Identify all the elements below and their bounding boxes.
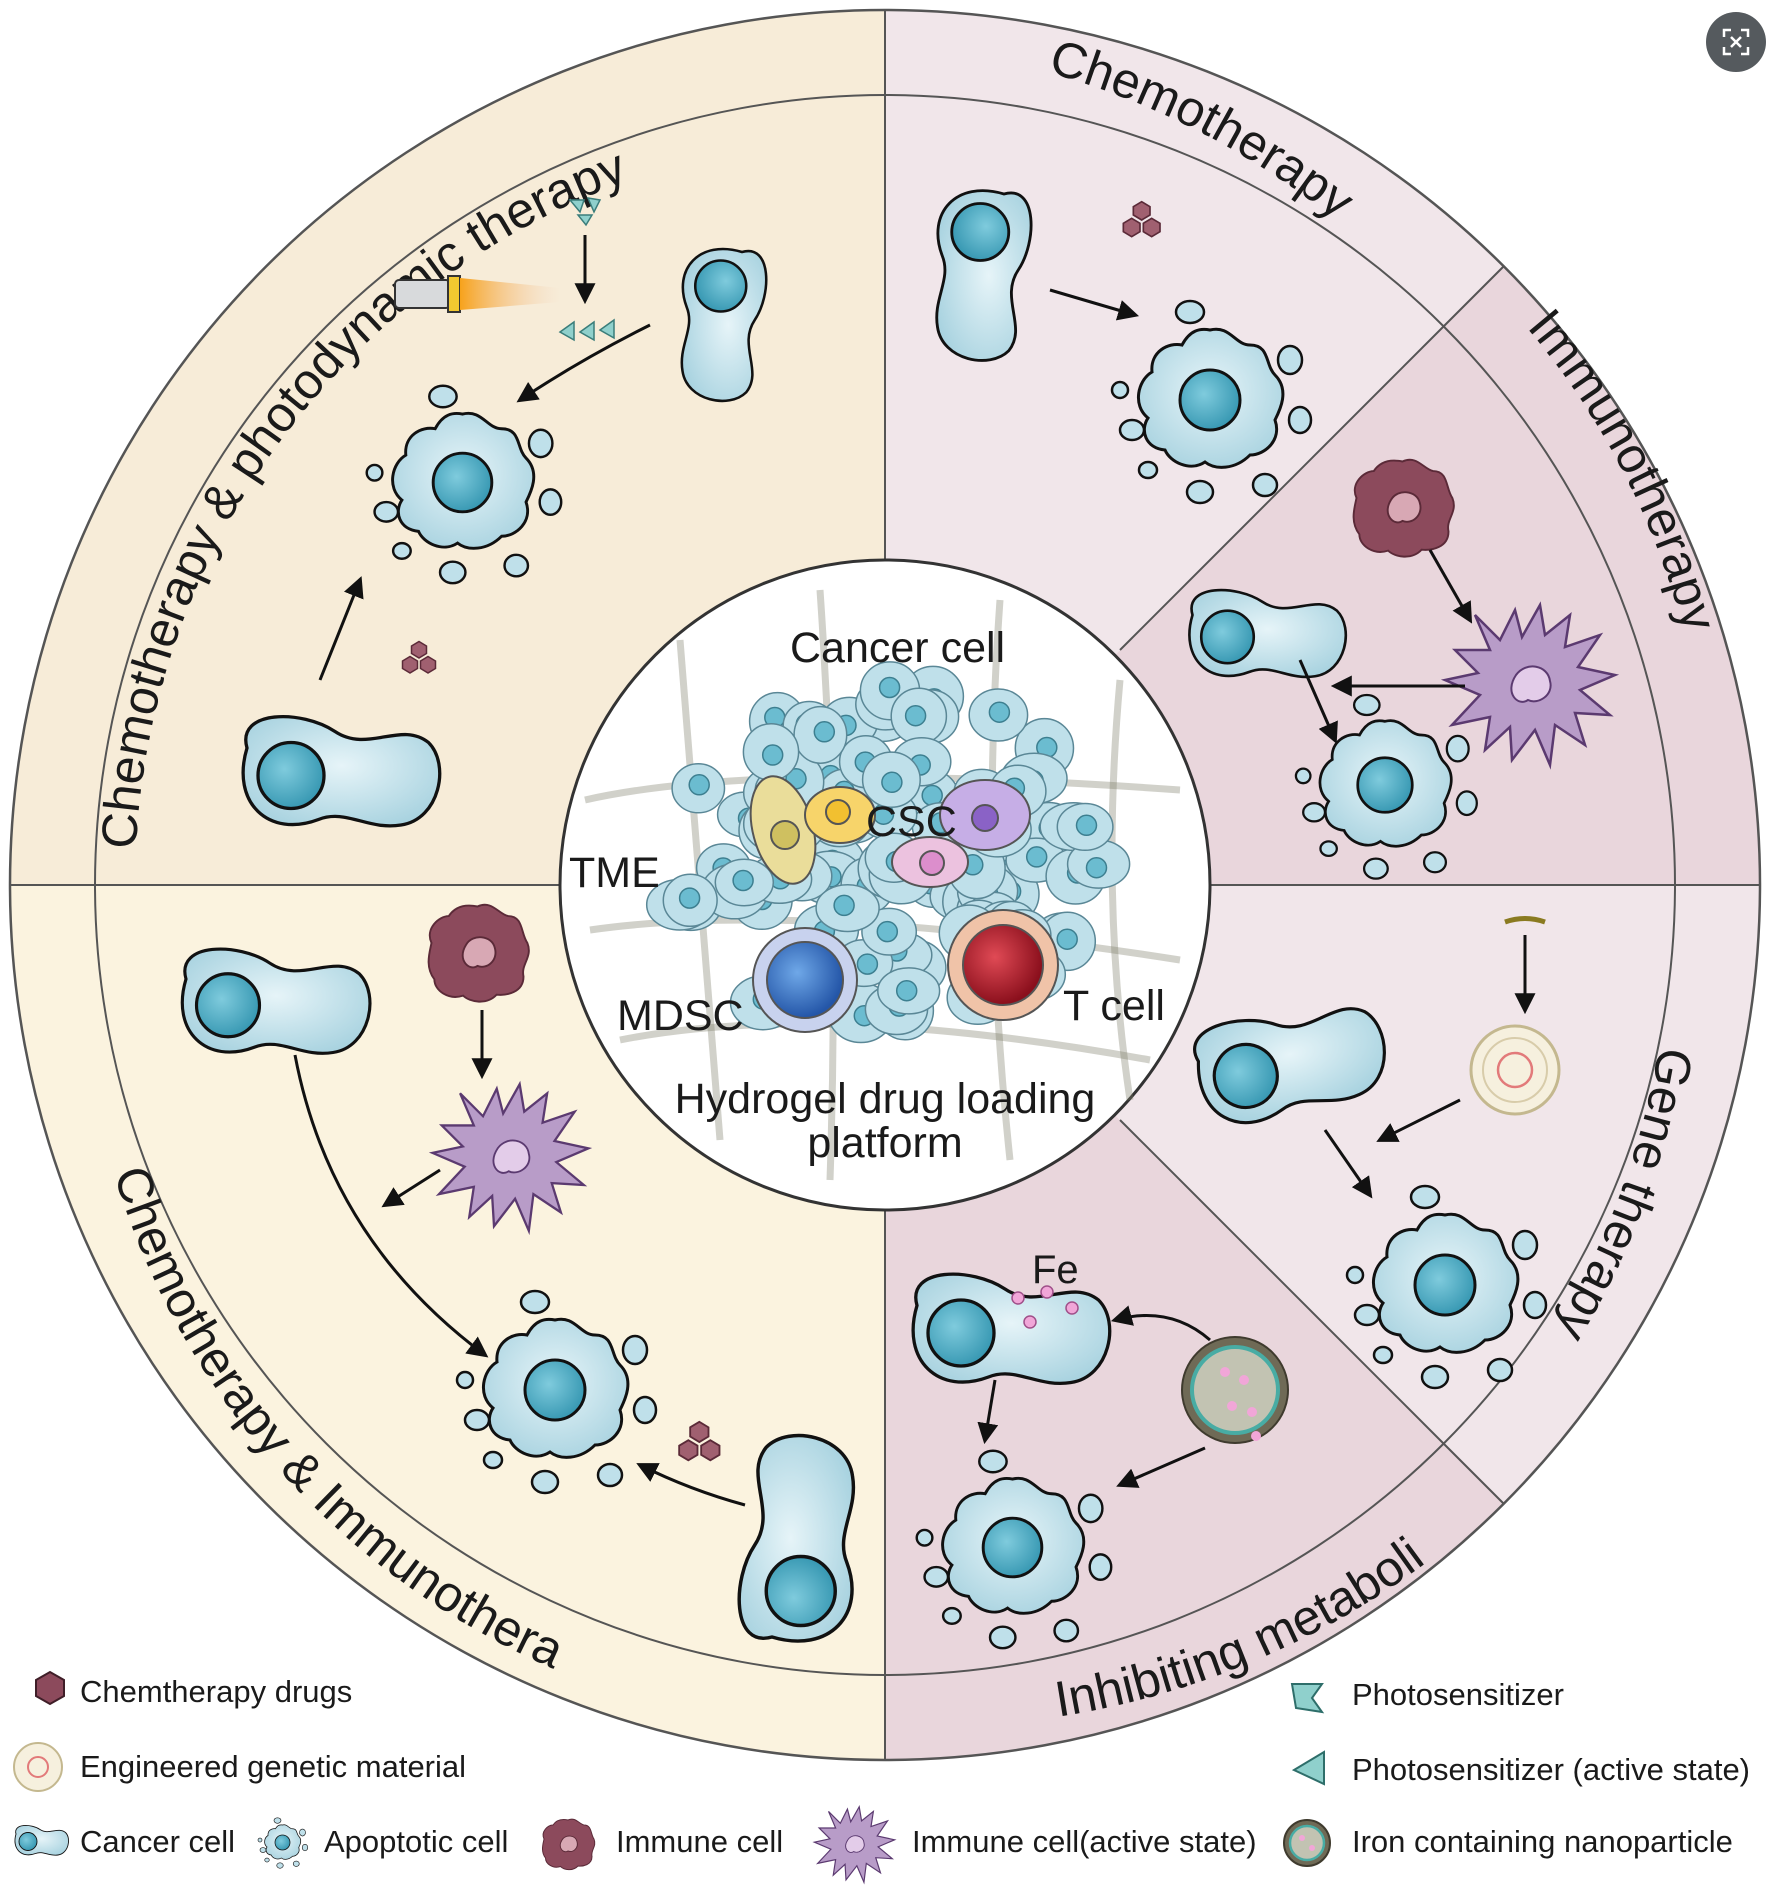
center-mdsc-label: MDSC (617, 992, 744, 1040)
cluster-cell-nucleus (904, 704, 927, 727)
legend-iron-nanoparticle: Iron containing nanoparticle (1283, 1819, 1733, 1867)
cluster-cell-nucleus (856, 953, 879, 975)
cluster-cell-nucleus (895, 979, 918, 1002)
legend-immune-cell-active: Immune cell(active state) (813, 1806, 1257, 1883)
legend-cancer-cell-label: Cancer cell (80, 1824, 235, 1859)
legend-genetic-material-label: Engineered genetic material (80, 1749, 466, 1784)
chemotherapy-illustration (937, 191, 1313, 505)
center-csc-label: CSC (866, 798, 957, 846)
immune-cell-icon (541, 1818, 596, 1871)
photosensitizer-active-icon (558, 318, 615, 342)
chemo-drug-icon (35, 1670, 65, 1706)
legend-photosensitizer-active: Photosensitizer (active state) (1291, 1750, 1750, 1787)
legend: Chemtherapy drugs Engineered genetic mat… (13, 1670, 1750, 1883)
apoptotic-cell-icon (257, 1817, 309, 1869)
legend-genetic-material: Engineered genetic material (13, 1742, 466, 1792)
flashlight-icon (394, 275, 560, 313)
legend-cancer-cell: Cancer cell (14, 1824, 235, 1859)
immune-cell (1352, 458, 1455, 558)
cluster-cell-nucleus (881, 771, 903, 794)
cluster-cell-nucleus (1075, 814, 1098, 837)
inhibiting-metabolism-illustration: Fe (911, 1248, 1289, 1650)
legend-immune-cell: Immune cell (541, 1818, 783, 1871)
genetic-material-icon (1469, 1024, 1561, 1116)
legend-photosensitizer-active-label: Photosensitizer (active state) (1352, 1752, 1750, 1787)
cluster-cell-nucleus (688, 774, 710, 796)
cluster-cell-nucleus (813, 721, 836, 743)
genetic-material-icon (13, 1742, 63, 1792)
cluster-cell-nucleus (988, 701, 1011, 723)
cluster-cell-nucleus (1025, 846, 1048, 868)
legend-photosensitizer: Photosensitizer (1290, 1677, 1564, 1714)
cluster-cell-nucleus (732, 869, 754, 892)
center-platform-line2: platform (807, 1119, 962, 1167)
cluster-cell-nucleus (1085, 856, 1108, 879)
cluster-cell-nucleus (1056, 928, 1078, 950)
cluster-cell-nucleus (678, 887, 701, 909)
chemo-pdt-illustration (241, 197, 766, 828)
expand-icon (1722, 28, 1750, 56)
legend-apoptotic-cell: Apoptotic cell (257, 1817, 508, 1869)
legend-immune-cell-label: Immune cell (616, 1824, 783, 1859)
legend-photosensitizer-label: Photosensitizer (1352, 1677, 1564, 1712)
legend-apoptotic-cell-label: Apoptotic cell (324, 1824, 508, 1859)
photosensitizer-icon (1290, 1683, 1325, 1714)
center-tme-label: TME (569, 849, 660, 897)
center-cancer-cell-label: Cancer cell (790, 624, 1005, 672)
iron-nanoparticle-icon (1181, 1336, 1289, 1444)
center-platform-line1: Hydrogel drug loading (675, 1075, 1096, 1123)
center-platform: Cancer cell CSC TME MDSC T cell Hydrogel… (558, 558, 1212, 1212)
legend-immune-cell-active-label: Immune cell(active state) (912, 1824, 1257, 1859)
cluster-cell-nucleus (876, 920, 899, 943)
expand-button[interactable] (1706, 12, 1766, 72)
legend-chemo-drugs: Chemtherapy drugs (35, 1670, 352, 1709)
photosensitizer-active-icon (1291, 1750, 1325, 1786)
cluster-cell-nucleus (761, 744, 784, 766)
legend-chemo-drugs-label: Chemtherapy drugs (80, 1674, 352, 1709)
legend-iron-nanoparticle-label: Iron containing nanoparticle (1352, 1824, 1733, 1859)
active-immune-cell-icon (813, 1806, 896, 1883)
cancer-cell-icon (14, 1824, 70, 1856)
gene-therapy-illustration (1185, 916, 1561, 1390)
cluster-cell-nucleus (833, 894, 855, 917)
center-t-cell-label: T cell (1063, 982, 1165, 1030)
chemo-immuno-illustration (180, 903, 856, 1643)
cluster-cell-nucleus (878, 676, 901, 699)
immunotherapy-illustration (1187, 458, 1617, 880)
fe-label: Fe (1032, 1248, 1079, 1292)
photosensitizer-icon (568, 197, 602, 227)
